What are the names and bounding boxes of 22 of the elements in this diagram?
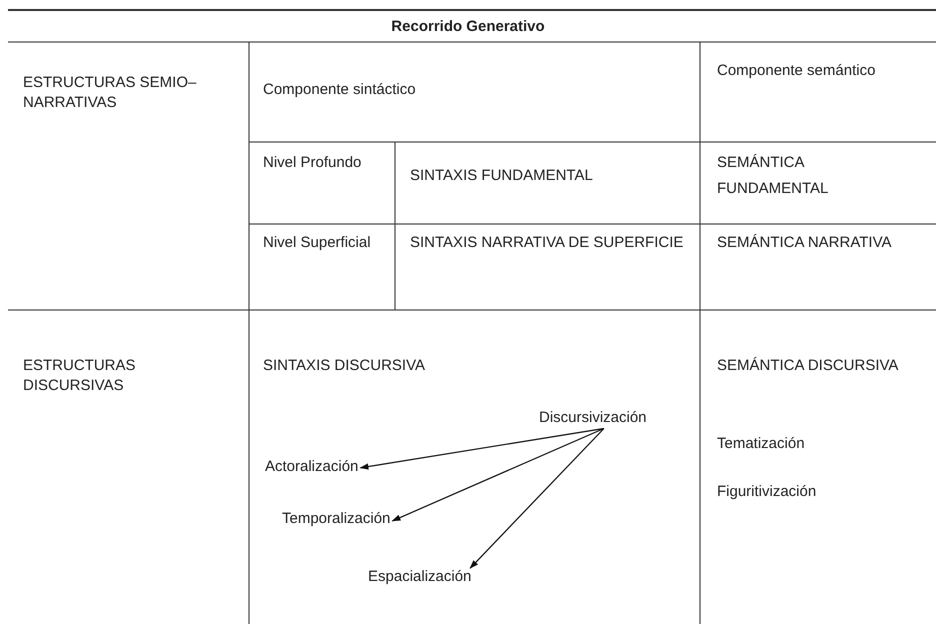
level-label: Nivel Profundo bbox=[263, 153, 362, 173]
arrow bbox=[470, 428, 604, 569]
column-header: Componente sintáctico bbox=[263, 80, 416, 100]
column-header: Componente semántico bbox=[717, 61, 876, 80]
process-label: Tematización bbox=[717, 434, 805, 454]
structure-label: SEMÁNTICA NARRATIVA bbox=[717, 233, 892, 252]
process-label: Actoralización bbox=[263, 456, 360, 478]
structure-label: SEMÁNTICA DISCURSIVA bbox=[717, 356, 898, 376]
structure-label: SINTAXIS FUNDAMENTAL bbox=[410, 166, 593, 186]
structure-label: SINTAXIS DISCURSIVA bbox=[263, 356, 425, 376]
process-label: Figuritivización bbox=[717, 482, 816, 502]
arrow bbox=[392, 428, 604, 522]
row-header: ESTRUCTURAS SEMIO–NARRATIVAS bbox=[23, 73, 198, 112]
row-header: ESTRUCTURAS DISCURSIVAS bbox=[23, 356, 137, 395]
arrow bbox=[360, 428, 604, 470]
process-label: Discursivización bbox=[537, 407, 649, 428]
level-label: Nivel Superficial bbox=[263, 233, 371, 252]
process-label: Espacialización bbox=[366, 566, 474, 588]
process-label: Temporalización bbox=[280, 508, 392, 530]
structure-label: SEMÁNTICA FUNDAMENTAL bbox=[717, 153, 830, 200]
table-title: Recorrido Generativo bbox=[390, 17, 546, 36]
structure-label: SINTAXIS NARRATIVA DE SUPERFICIE bbox=[410, 233, 684, 252]
